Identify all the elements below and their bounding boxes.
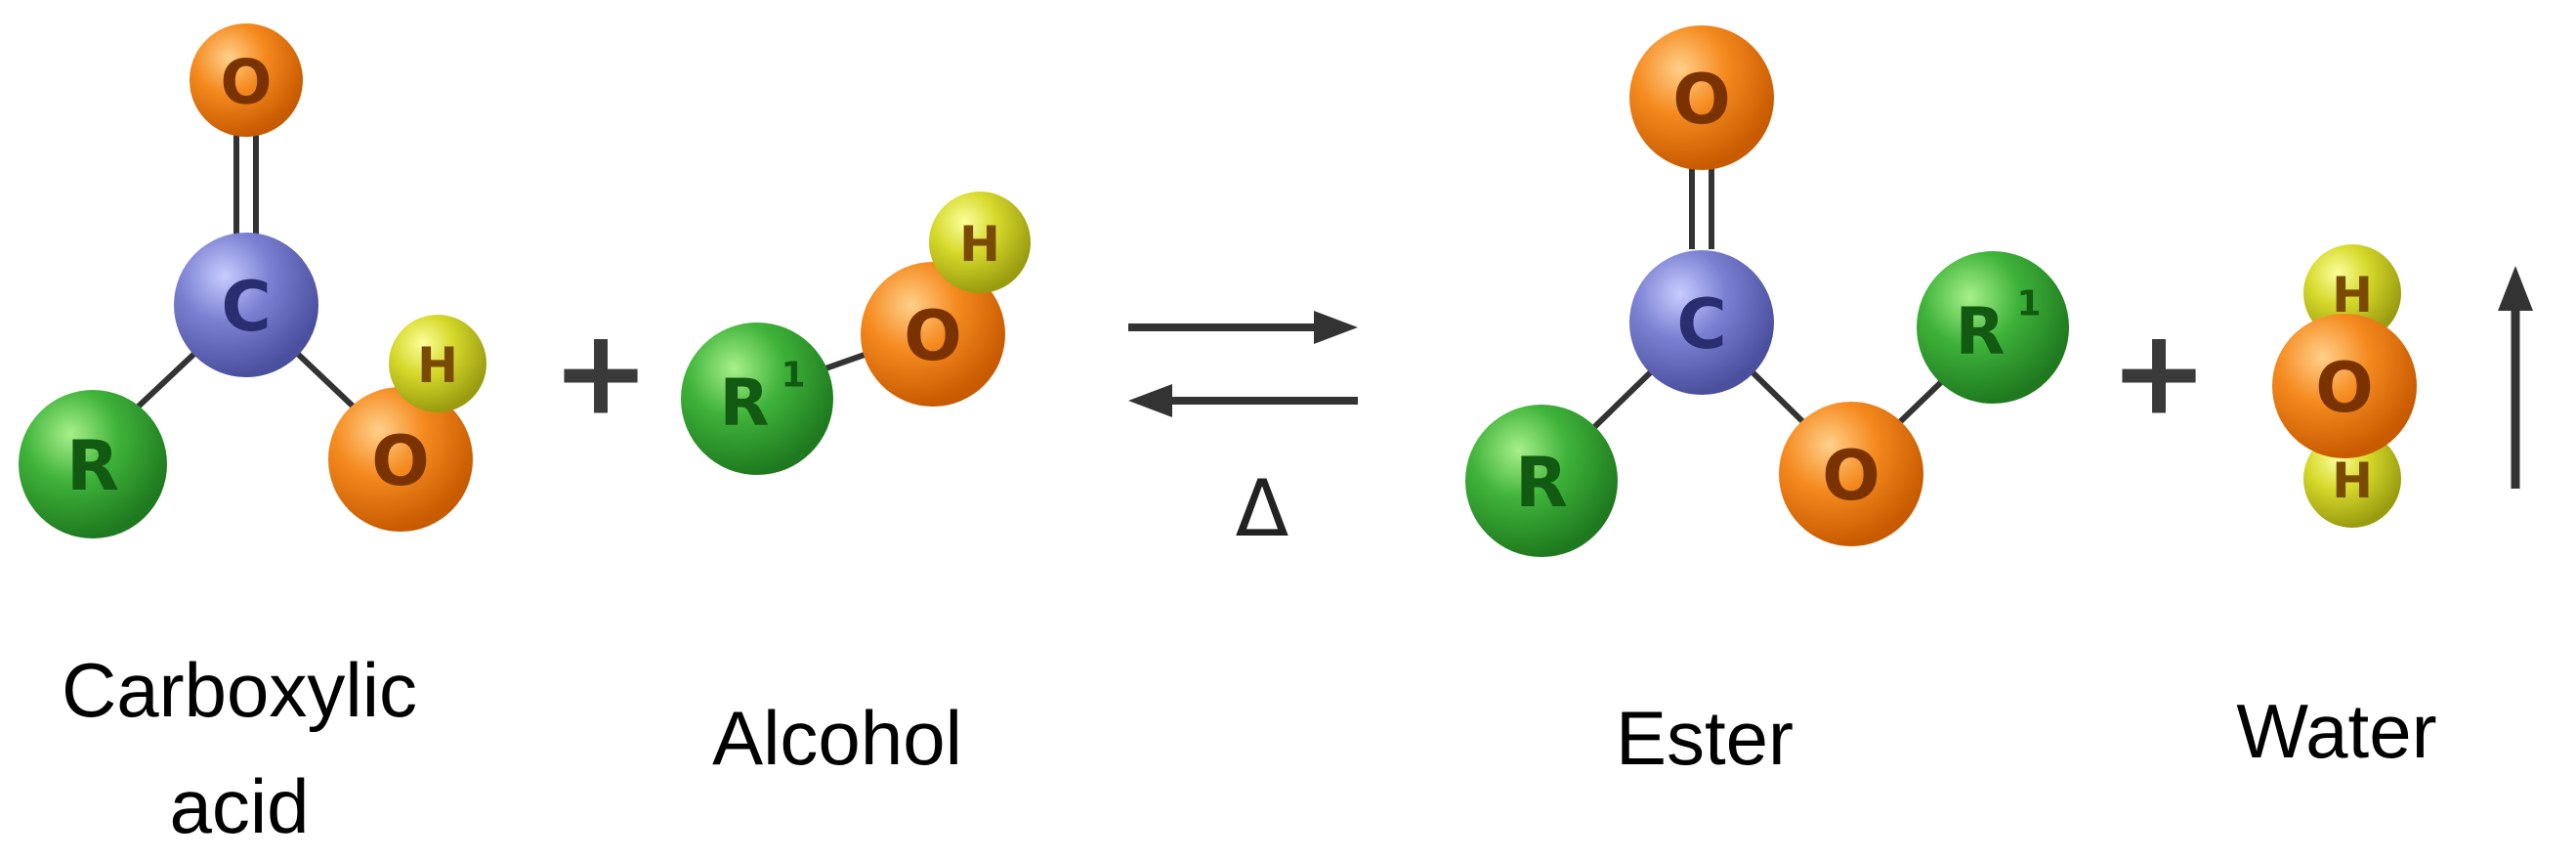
caption-water: Water — [2236, 688, 2436, 774]
atom-label: O — [221, 47, 273, 118]
oxygen-atom: O — [190, 23, 303, 137]
atom-superscript: 1 — [781, 356, 805, 396]
heat-symbol: Δ — [1236, 463, 1289, 554]
atom-label: O — [2315, 348, 2374, 428]
caption-carboxylic-acid-line2: acid — [169, 763, 309, 849]
atom-label: R — [1515, 443, 1568, 523]
atom-label: C — [1676, 284, 1726, 365]
caption-carboxylic-acid-line1: Carboxylic — [62, 647, 417, 733]
atom-label: R — [720, 366, 770, 441]
atom-label: R — [1956, 294, 2006, 369]
water-molecule: H H O — [2272, 244, 2417, 528]
plus-sign: + — [552, 306, 651, 442]
equilibrium-arrows-icon — [1128, 311, 1358, 417]
atom-label: H — [417, 337, 458, 394]
atom-label: O — [1672, 60, 1731, 140]
r1-group-atom: R 1 — [681, 322, 833, 475]
hydrogen-atom: H — [929, 192, 1031, 293]
up-arrow-icon — [2498, 266, 2533, 489]
carbon-atom: C — [174, 233, 318, 377]
oxygen-atom: O — [1629, 25, 1774, 170]
caption-ester: Ester — [1616, 695, 1794, 781]
ester-molecule: O C R O R 1 — [1465, 25, 2069, 557]
atom-label: O — [1822, 436, 1880, 516]
oxygen-atom: O — [861, 262, 1005, 407]
oxygen-atom: O — [2272, 314, 2417, 458]
atom-label: H — [2332, 452, 2373, 509]
atom-label: O — [371, 421, 430, 501]
r-group-atom: R — [19, 390, 167, 538]
carboxylic-acid-molecule: O C R O H — [19, 23, 486, 538]
carbon-atom: C — [1629, 250, 1774, 395]
plus-sign: + — [2110, 306, 2209, 442]
oxygen-atom: O — [328, 387, 473, 532]
r1-group-atom: R 1 — [1917, 251, 2069, 404]
atom-label: C — [221, 267, 271, 347]
hydrogen-atom: H — [389, 315, 486, 412]
atom-label: O — [904, 296, 962, 376]
alcohol-molecule: R 1 O H — [681, 192, 1031, 475]
r-group-atom: R — [1465, 405, 1618, 557]
atom-label: H — [959, 216, 1000, 273]
atom-superscript: 1 — [2016, 284, 2041, 324]
atom-label: R — [66, 426, 119, 506]
caption-alcohol: Alcohol — [712, 695, 962, 781]
oxygen-atom: O — [1779, 402, 1923, 546]
